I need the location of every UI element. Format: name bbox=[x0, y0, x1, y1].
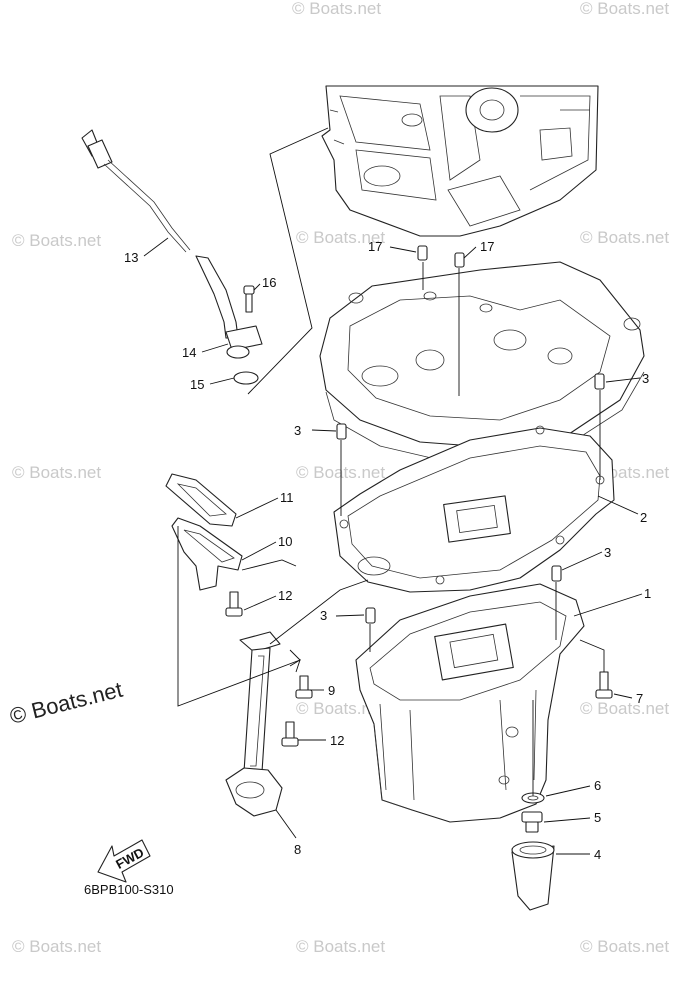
o-ring-15 bbox=[233, 371, 259, 385]
dowel-pin-3 bbox=[336, 373, 605, 624]
callout-7: 7 bbox=[636, 691, 643, 706]
watermark: © Boats.net bbox=[296, 699, 385, 718]
assembly-lines bbox=[177, 127, 605, 796]
callout-5: 5 bbox=[594, 810, 601, 825]
watermark: © Boats.net bbox=[580, 699, 669, 718]
drain-parts bbox=[511, 792, 555, 911]
callout-3: 3 bbox=[604, 545, 611, 560]
callout-3: 3 bbox=[294, 423, 301, 438]
callout-8: 8 bbox=[294, 842, 301, 857]
watermark: © Boats.net bbox=[12, 937, 101, 956]
callout-9: 9 bbox=[328, 683, 335, 698]
strainer-housing-10 bbox=[171, 517, 243, 591]
callout-3: 3 bbox=[320, 608, 327, 623]
bolt-12 bbox=[225, 591, 243, 617]
callout-2: 2 bbox=[640, 510, 647, 525]
dipstick-13 bbox=[81, 129, 191, 253]
watermark: © Boats.net bbox=[580, 0, 669, 18]
callout-12: 12 bbox=[278, 588, 292, 603]
callout-10: 10 bbox=[278, 534, 292, 549]
bolt-16 bbox=[243, 285, 255, 313]
callout-15: 15 bbox=[190, 377, 204, 392]
watermark: © Boats.net bbox=[12, 231, 101, 250]
callout-14: 14 bbox=[182, 345, 196, 360]
callout-17: 17 bbox=[480, 239, 494, 254]
fwd-arrow: FWD bbox=[97, 839, 151, 883]
watermark-main: © Boats.net bbox=[7, 677, 125, 729]
dipstick-guide-14 bbox=[195, 255, 263, 359]
callout-16: 16 bbox=[262, 275, 276, 290]
callout-17: 17 bbox=[368, 239, 382, 254]
watermark: © Boats.net bbox=[580, 937, 669, 956]
watermark: © Boats.net bbox=[12, 463, 101, 482]
gasket-11 bbox=[165, 473, 237, 527]
callout-leaders bbox=[143, 237, 643, 855]
bolts bbox=[225, 591, 613, 747]
exhaust-guide-plate bbox=[319, 261, 645, 463]
fwd-arrow-icon bbox=[97, 839, 151, 883]
oil-pan-1 bbox=[355, 583, 585, 823]
callout-12: 12 bbox=[330, 733, 344, 748]
callout-13: 13 bbox=[124, 250, 138, 265]
bolt-9 bbox=[295, 675, 313, 699]
bolt-7 bbox=[595, 671, 613, 699]
callout-labels: 1 2 3 3 3 3 4 5 6 7 8 9 10 11 12 12 13 1… bbox=[124, 239, 651, 862]
watermark: © Boats.net bbox=[296, 228, 385, 247]
drain-bolt-5 bbox=[521, 811, 543, 833]
diagram-code: 6BPB100-S310 bbox=[84, 882, 174, 897]
watermark: © Boats.net bbox=[296, 937, 385, 956]
callout-6: 6 bbox=[594, 778, 601, 793]
watermark: © Boats.net bbox=[580, 228, 669, 247]
callout-11: 11 bbox=[280, 490, 294, 505]
callout-3: 3 bbox=[642, 371, 649, 386]
drain-cover-4 bbox=[511, 841, 555, 911]
watermark: © Boats.net bbox=[292, 0, 381, 18]
callout-1: 1 bbox=[644, 586, 651, 601]
dowel-pin-17 bbox=[417, 245, 465, 268]
callout-4: 4 bbox=[594, 847, 601, 862]
oil-strainer-8 bbox=[225, 631, 283, 817]
gasket-2 bbox=[333, 425, 615, 593]
bolt-12 bbox=[281, 721, 299, 747]
cylinder-block bbox=[321, 85, 599, 237]
